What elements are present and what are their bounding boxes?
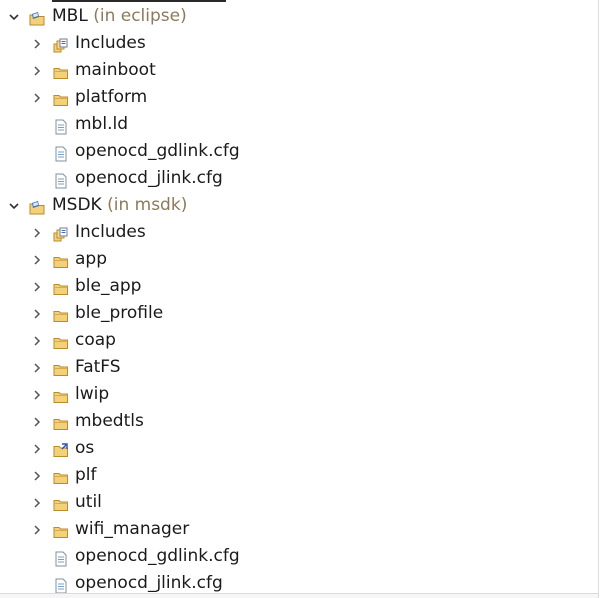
tree-item-label: platform [75, 87, 148, 107]
tree-item-coap[interactable]: coap [0, 327, 598, 354]
tree-item-mbl-ld[interactable]: mbl.ld [0, 111, 598, 138]
chevron-right-icon[interactable] [30, 435, 44, 462]
folder-icon [53, 252, 69, 268]
project-name: MBL [52, 6, 88, 26]
chevron-right-icon[interactable] [30, 408, 44, 435]
tree-item-label: ble_profile [75, 303, 164, 323]
tree-item-includes[interactable]: Includes [0, 30, 598, 57]
tree-item-label: openocd_gdlink.cfg [75, 546, 240, 566]
tree-item-includes[interactable]: Includes [0, 219, 598, 246]
folder-icon [53, 279, 69, 295]
tree-item-label: openocd_gdlink.cfg [75, 141, 240, 161]
folder-icon [53, 495, 69, 511]
tree-item-mbedtls[interactable]: mbedtls [0, 408, 598, 435]
folder-icon [53, 387, 69, 403]
tree-item-label: util [75, 492, 102, 512]
chevron-right-icon[interactable] [30, 381, 44, 408]
chevron-right-icon[interactable] [30, 462, 44, 489]
chevron-down-icon[interactable] [7, 3, 21, 30]
tree-item-ble-profile[interactable]: ble_profile [0, 300, 598, 327]
folder-icon [53, 63, 69, 79]
project-explorer-tree: MBL (in eclipse) Includes mainboot platform… [0, 3, 598, 597]
project-label: MBL (in eclipse) [52, 3, 187, 30]
chevron-right-icon[interactable] [30, 246, 44, 273]
folder-icon [53, 360, 69, 376]
tree-item-label: Includes [75, 33, 146, 53]
folder-icon [53, 468, 69, 484]
chevron-right-icon[interactable] [30, 84, 44, 111]
file-icon [53, 144, 69, 162]
project-icon [29, 9, 45, 26]
project-icon [29, 198, 45, 215]
tree-item-label: Includes [75, 222, 146, 242]
folder-icon [53, 90, 69, 106]
tree-item-label: plf [75, 465, 97, 485]
project-row-mbl[interactable]: MBL (in eclipse) [0, 3, 598, 30]
tree-item-label: wifi_manager [75, 519, 190, 539]
includes-icon [53, 36, 69, 53]
tree-item-lwip[interactable]: lwip [0, 381, 598, 408]
tree-item-label: lwip [75, 384, 110, 404]
tree-item-label: openocd_jlink.cfg [75, 573, 223, 593]
tree-item-mainboot[interactable]: mainboot [0, 57, 598, 84]
tree-item-label: openocd_jlink.cfg [75, 168, 223, 188]
project-location: (in eclipse) [93, 6, 187, 26]
chevron-right-icon[interactable] [30, 273, 44, 300]
tree-item-label: app [75, 249, 107, 269]
tree-item-ble-app[interactable]: ble_app [0, 273, 598, 300]
tree-item-app[interactable]: app [0, 246, 598, 273]
chevron-right-icon[interactable] [30, 354, 44, 381]
tree-item-label: mbl.ld [75, 114, 128, 134]
tree-item-label: os [75, 438, 95, 458]
scrolled-off-item-edge [52, 0, 226, 2]
tree-item-openocd-gdlink-cfg[interactable]: openocd_gdlink.cfg [0, 543, 598, 570]
tree-item-label: ble_app [75, 276, 142, 296]
folder-icon [53, 306, 69, 322]
horizontal-scrollbar[interactable] [0, 593, 598, 598]
file-icon [53, 171, 69, 189]
chevron-right-icon[interactable] [30, 300, 44, 327]
linked-folder-icon [53, 441, 69, 457]
tree-item-label: mainboot [75, 60, 156, 80]
file-icon [53, 117, 69, 135]
folder-icon [53, 522, 69, 538]
project-name: MSDK [52, 195, 102, 215]
folder-icon [53, 414, 69, 430]
vertical-scrollbar[interactable] [598, 0, 611, 598]
chevron-right-icon[interactable] [30, 57, 44, 84]
tree-item-wifi-manager[interactable]: wifi_manager [0, 516, 598, 543]
tree-item-plf[interactable]: plf [0, 462, 598, 489]
chevron-right-icon[interactable] [30, 30, 44, 57]
file-icon [53, 549, 69, 567]
file-icon [53, 576, 69, 594]
project-label: MSDK (in msdk) [52, 192, 187, 219]
tree-item-fatfs[interactable]: FatFS [0, 354, 598, 381]
tree-item-label: FatFS [75, 357, 121, 377]
includes-icon [53, 225, 69, 242]
tree-item-os[interactable]: os [0, 435, 598, 462]
chevron-right-icon[interactable] [30, 219, 44, 246]
project-location: (in msdk) [107, 195, 188, 215]
tree-item-label: mbedtls [75, 411, 144, 431]
tree-item-label: coap [75, 330, 116, 350]
folder-icon [53, 333, 69, 349]
chevron-right-icon[interactable] [30, 489, 44, 516]
tree-item-platform[interactable]: platform [0, 84, 598, 111]
tree-item-openocd-jlink-cfg[interactable]: openocd_jlink.cfg [0, 570, 598, 597]
tree-item-util[interactable]: util [0, 489, 598, 516]
tree-item-openocd-gdlink-cfg[interactable]: openocd_gdlink.cfg [0, 138, 598, 165]
tree-item-openocd-jlink-cfg[interactable]: openocd_jlink.cfg [0, 165, 598, 192]
chevron-right-icon[interactable] [30, 327, 44, 354]
chevron-right-icon[interactable] [30, 516, 44, 543]
project-row-msdk[interactable]: MSDK (in msdk) [0, 192, 598, 219]
chevron-down-icon[interactable] [7, 192, 21, 219]
